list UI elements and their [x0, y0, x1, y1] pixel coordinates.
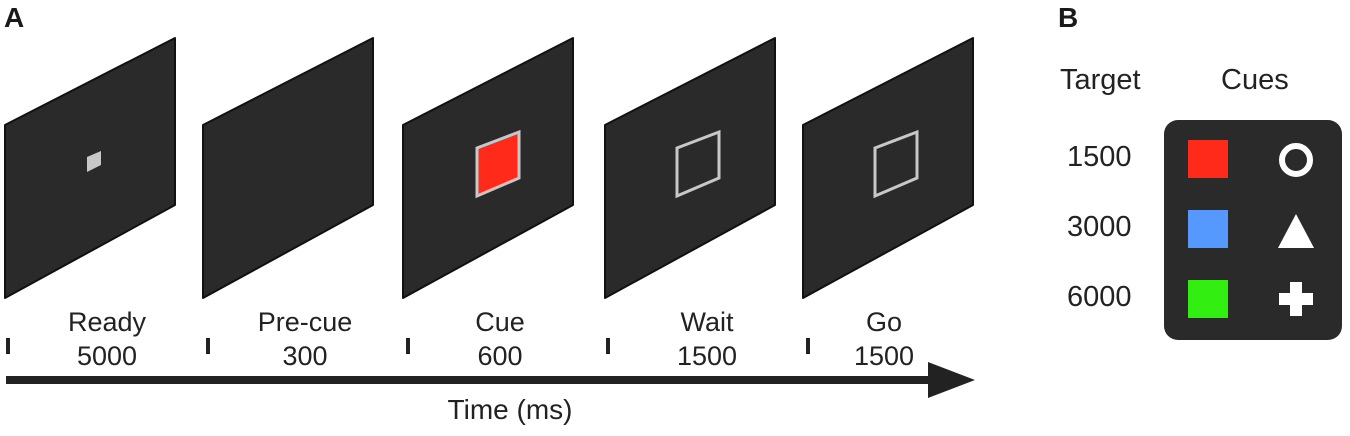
triangle-icon [1278, 214, 1314, 248]
panel-a-letter: A [4, 2, 25, 33]
screen-name: Ready [67, 307, 147, 337]
screen-duration: 1500 [853, 341, 915, 371]
ready-stimulus [87, 151, 101, 172]
screen-label-pre-cue: Pre-cue 300 [215, 305, 395, 373]
screen-tick-marks [6, 338, 810, 354]
screen-label-cue: Cue 600 [410, 305, 590, 373]
color-swatch-1 [1188, 140, 1228, 178]
target-value-2: 3000 [1067, 211, 1132, 243]
screen-name: Go [865, 307, 903, 337]
plus-icon [1279, 282, 1313, 316]
screen-duration: 600 [477, 341, 523, 371]
screen-go [802, 37, 974, 299]
wait-stimulus [675, 129, 721, 199]
screen-name: Cue [475, 307, 525, 337]
screen-duration: 1500 [676, 341, 738, 371]
screen-ready [4, 37, 176, 299]
circle-icon [1279, 143, 1313, 177]
time-axis-label: Time (ms) [447, 394, 573, 425]
panel-b-letter: B [1058, 2, 1079, 33]
color-swatch-3 [1188, 280, 1228, 318]
screen-cue [402, 37, 574, 299]
screen-duration: 5000 [76, 341, 138, 371]
cue-stimulus [475, 129, 521, 199]
target-value-1: 1500 [1067, 141, 1132, 173]
screen-label-wait: Wait 1500 [617, 305, 797, 373]
screen-label-ready: Ready 5000 [17, 305, 197, 373]
screen-duration: 300 [282, 341, 328, 371]
screen-label-go: Go 1500 [794, 305, 974, 373]
screen-name: Pre-cue [257, 307, 353, 337]
time-arrow [6, 362, 975, 398]
target-header: Target [1060, 64, 1141, 96]
screen-wait [604, 37, 776, 299]
cue-legend-box [1164, 120, 1342, 340]
screen-name: Wait [680, 307, 734, 337]
color-swatch-2 [1188, 210, 1228, 248]
screen-pre-cue [202, 37, 374, 299]
cues-header: Cues [1221, 64, 1289, 96]
go-stimulus [873, 129, 919, 199]
target-value-3: 6000 [1067, 281, 1132, 313]
